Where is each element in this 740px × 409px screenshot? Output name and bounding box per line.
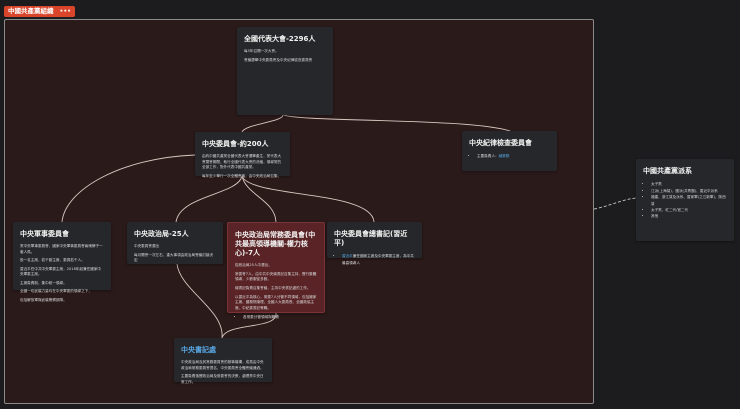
- node-text: 常委會7人，由中共中央總書記召集主持，實行集體領導，少數服從多數。: [235, 271, 317, 282]
- node-title: 中央政治局-25人: [134, 230, 189, 238]
- list-item: 其他: [651, 213, 727, 219]
- node-title: 中央委員會-約200人: [202, 140, 269, 148]
- node-factions[interactable]: 中國共產黨派系 太子黨 江派(上海幫)、團派(共青團)、習近平派系 福建、浙江幫…: [636, 159, 734, 241]
- node-text: 總書記負責召集會議，主持中央書記處的工作。: [235, 285, 311, 290]
- node-secretariat[interactable]: 中央書記處 中央政治局及其常務委員會的辦事機構，成員由中央政治局常務委員會提名，…: [174, 338, 272, 384]
- group-title: 中國共產黨組織: [8, 7, 54, 15]
- list-item: 習近平兼任國家主席及中央軍委主席，為中共最高領導人: [342, 253, 415, 266]
- list-item: 太子黨: [651, 181, 727, 187]
- node-text: 從政治局25人中選出。: [235, 263, 272, 268]
- list-item: 福建、浙江幫及派系、習家軍(之江新軍)、陝西幫: [651, 194, 727, 207]
- node-title: 中央書記處: [181, 346, 216, 354]
- node-congress[interactable]: 全國代表大會-2296人 每5年召開一次大會。 會議選舉中央委員會及中央紀律檢查…: [237, 27, 333, 115]
- group-label[interactable]: 中國共產黨組織 •••: [4, 6, 76, 17]
- node-politburo[interactable]: 中央政治局-25人 中央委員會選出 每月開會一次左右，重大事項由政治局會議討論決…: [127, 222, 223, 264]
- node-discipline-commission[interactable]: 中央紀律檢查委員會 主要負責人：趙樂際: [462, 131, 557, 171]
- node-text: 設一名主席、若干副主席、委員若干人。: [20, 258, 85, 263]
- list-item: 太子黨、紅二代/官二代: [651, 207, 727, 213]
- node-text: 主要負責落實政治局及常委會的決策，處理黨中央日常工作。: [181, 374, 264, 384]
- node-text: 每月開會一次左右，重大事項由政治局會議討論決定: [134, 252, 214, 263]
- node-title: 中國共產黨派系: [643, 167, 692, 175]
- node-military-commission[interactable]: 中央軍事委員會 黨中央軍事委員會、國家中央軍事委員會兩塊牌子一套人馬。 設一名主…: [13, 222, 111, 302]
- node-text: 包括解放軍與武裝警察部隊。: [20, 298, 67, 303]
- node-text: 以習近平為核心，常委7人分管不同領域，包括國家主席、國務院總理、全國人大委員長、…: [235, 294, 317, 310]
- list-item: 各常委分管領域與職責: [243, 314, 317, 320]
- node-text: 中央委員會選出: [134, 244, 160, 249]
- node-title: 中央紀律檢查委員會: [469, 139, 532, 147]
- more-icon[interactable]: •••: [59, 8, 72, 15]
- list-item: 主要負責人：趙樂際: [477, 153, 550, 159]
- node-central-committee[interactable]: 中央委員會-約200人 由約中國共產黨全國代表大會選舉產生，黨代表大會閉會期間，…: [195, 132, 290, 178]
- link[interactable]: 趙樂際: [498, 154, 510, 159]
- node-text: 每年至少舉行一次全體會議，由中央政治局召集。: [202, 173, 282, 178]
- node-text: 主席負責制，集中統一領導。: [20, 280, 67, 285]
- link[interactable]: 習近平: [342, 254, 353, 259]
- node-text: 中央政治局及其常務委員會的辦事機構，成員由中央政治局常務委員會提名，中央委員會全…: [181, 360, 264, 370]
- node-text: 會議選舉中央委員會及中央紀律檢查委員會: [244, 57, 313, 62]
- node-standing-committee[interactable]: 中央政治局常務委員會(中共最高領導機關-權力核心)-7人 從政治局25人中選出。…: [227, 222, 325, 319]
- node-text: 黨中央軍事委員會、國家中央軍事委員會兩塊牌子一套人馬。: [20, 244, 103, 254]
- node-text: 習近平任中共中央軍委主席，2018年起兼任國家中央軍委主席。: [20, 266, 102, 277]
- node-title: 中央政治局常務委員會(中共最高領導機關-權力核心)-7人: [235, 231, 316, 258]
- node-title: 全國代表大會-2296人: [244, 35, 316, 43]
- node-text: 每5年召開一次大會。: [244, 49, 279, 54]
- node-text: 全國一切武裝力量均在中央軍委的領導之下，: [20, 289, 92, 294]
- node-title: 中央委員會總書記(習近平): [334, 230, 408, 248]
- node-text: 由約中國共產黨全國代表大會選舉產生，黨代表大會閉會期間，執行全國代表大會的決議，…: [202, 154, 282, 170]
- node-general-secretary[interactable]: 中央委員會總書記(習近平) 習近平兼任國家主席及中央軍委主席，為中共最高領導人: [327, 222, 422, 265]
- node-title: 中央軍事委員會: [20, 230, 69, 238]
- list-item: 江派(上海幫)、團派(共青團)、習近平派系: [651, 188, 727, 194]
